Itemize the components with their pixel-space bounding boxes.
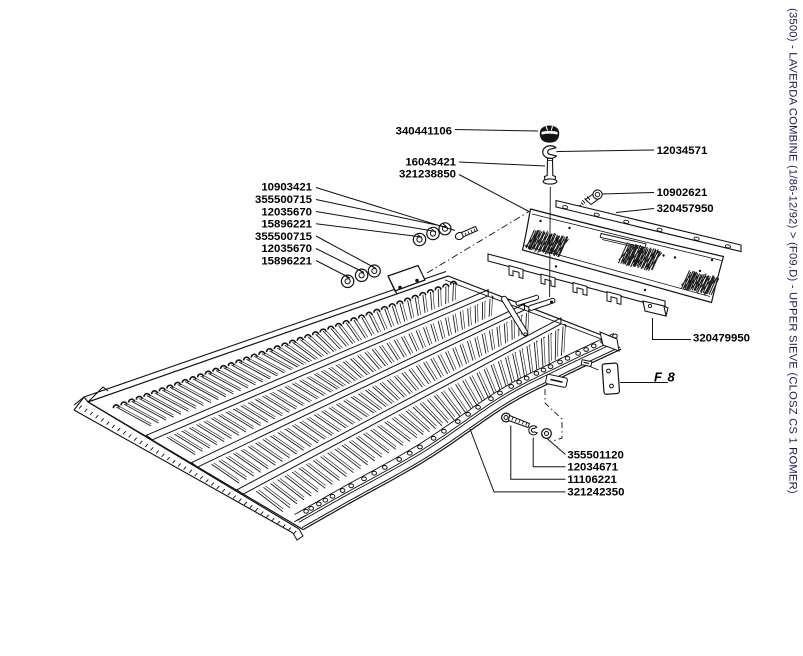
svg-text:(3500) - LAVERDA COMBINE (1/86: (3500) - LAVERDA COMBINE (1/86-12/92) > … bbox=[787, 8, 799, 494]
svg-text:15896221: 15896221 bbox=[261, 219, 312, 231]
svg-text:12035670: 12035670 bbox=[261, 206, 312, 218]
svg-text:12034571: 12034571 bbox=[657, 145, 708, 157]
svg-text:340441106: 340441106 bbox=[396, 126, 452, 138]
svg-text:11106221: 11106221 bbox=[567, 474, 617, 486]
svg-text:10902621: 10902621 bbox=[657, 187, 708, 199]
svg-text:F 8: F 8 bbox=[654, 370, 676, 385]
svg-text:321242350: 321242350 bbox=[567, 487, 624, 499]
svg-text:16043421: 16043421 bbox=[405, 157, 456, 169]
svg-text:12035670: 12035670 bbox=[261, 243, 312, 255]
svg-text:355501120: 355501120 bbox=[567, 449, 623, 461]
svg-text:355500715: 355500715 bbox=[255, 194, 313, 206]
svg-text:10903421: 10903421 bbox=[261, 182, 312, 194]
svg-text:15896221: 15896221 bbox=[261, 256, 312, 268]
svg-text:12034671: 12034671 bbox=[567, 462, 618, 474]
svg-text:320479950: 320479950 bbox=[693, 332, 750, 344]
svg-text:320457950: 320457950 bbox=[657, 203, 714, 215]
svg-text:355500715: 355500715 bbox=[255, 231, 313, 243]
svg-text:321238850: 321238850 bbox=[399, 169, 456, 181]
